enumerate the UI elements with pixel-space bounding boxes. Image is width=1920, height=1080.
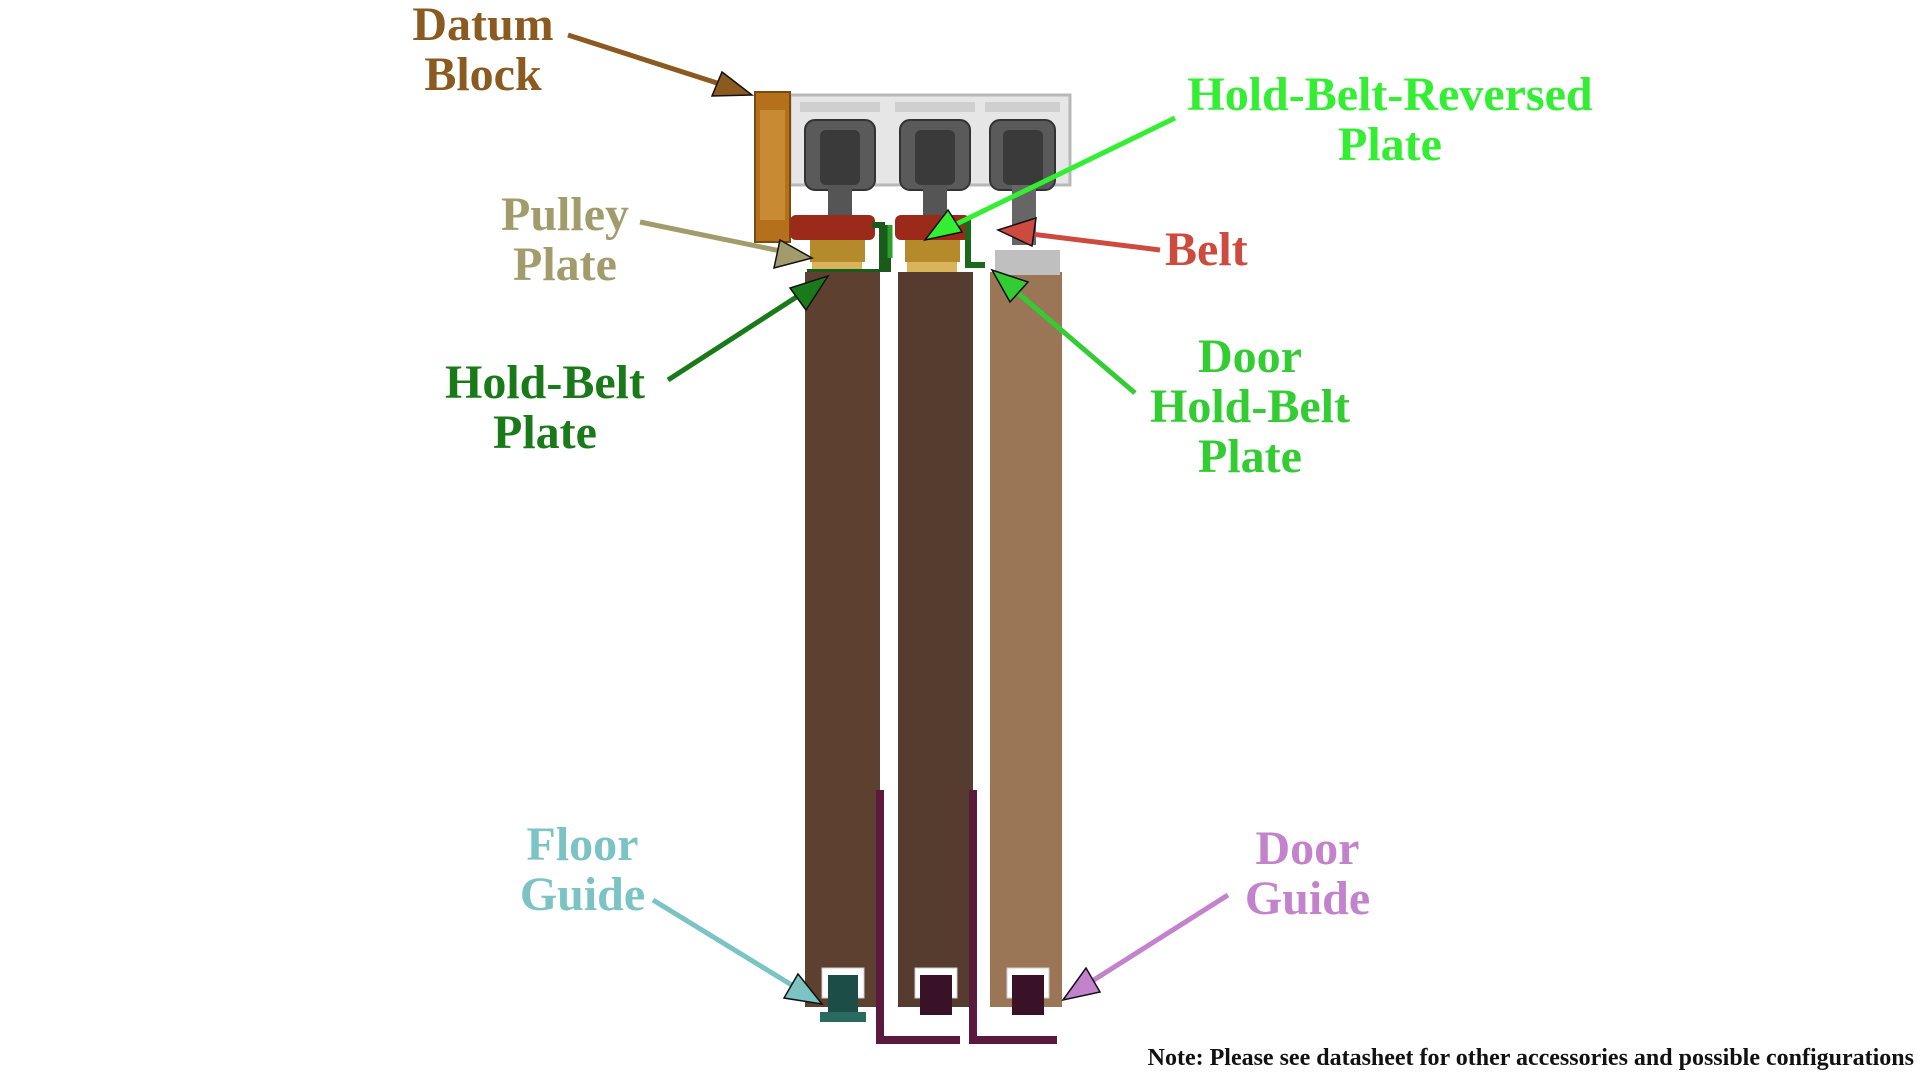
arrow-floor-guide (651, 897, 810, 998)
label-door-guide: Door Guide (1225, 824, 1390, 924)
label-hold-belt-plate: Hold-Belt Plate (430, 358, 660, 458)
arrow-hold-belt-reversed (938, 115, 1177, 235)
footnote: Note: Please see datasheet for other acc… (1147, 1045, 1914, 1071)
label-hold-belt-reversed-line2: Plate (1338, 118, 1442, 171)
label-door-hold-belt-plate: Door Hold-Belt Plate (1130, 332, 1370, 482)
label-door-hold-belt-line2: Hold-Belt (1150, 380, 1350, 433)
label-datum-block-line1: Datum (412, 0, 554, 51)
label-floor-guide: Floor Guide (500, 820, 665, 920)
arrow-door-hold-belt (1003, 280, 1137, 395)
arrow-pulley-plate (639, 219, 801, 258)
label-door-guide-line1: Door (1255, 822, 1360, 875)
door-guide-channels (876, 790, 1057, 1044)
roller-carriages (804, 119, 1056, 245)
label-door-hold-belt-line1: Door (1198, 330, 1302, 383)
label-floor-guide-line2: Guide (519, 868, 646, 921)
label-datum-block-line2: Block (424, 48, 542, 101)
label-hold-belt-reversed-plate: Hold-Belt-Reversed Plate (1170, 70, 1610, 170)
doors (805, 250, 1062, 1007)
callout-arrows (567, 32, 1230, 1006)
label-hold-belt-plate-line2: Plate (493, 406, 597, 459)
arrow-belt (1014, 229, 1161, 253)
label-door-hold-belt-line3: Plate (1198, 430, 1302, 483)
pulley-plate (810, 240, 960, 272)
label-hold-belt-plate-line1: Hold-Belt (445, 356, 645, 409)
label-hold-belt-reversed-line1: Hold-Belt-Reversed (1187, 68, 1593, 121)
label-door-guide-line2: Guide (1244, 872, 1371, 925)
label-pulley-plate: Pulley Plate (480, 190, 650, 290)
bottom-guides (820, 967, 1050, 1022)
arrow-hold-belt-plate (666, 282, 817, 383)
arrow-door-guide (1076, 892, 1230, 993)
datum-block (754, 91, 791, 243)
label-pulley-plate-line2: Plate (513, 238, 617, 291)
label-datum-block: Datum Block (398, 0, 568, 100)
label-floor-guide-line1: Floor (526, 818, 639, 871)
label-belt-line1: Belt (1165, 223, 1248, 276)
label-pulley-plate-line1: Pulley (501, 188, 629, 241)
label-belt: Belt (1165, 225, 1285, 275)
arrow-datum-block (567, 32, 746, 95)
